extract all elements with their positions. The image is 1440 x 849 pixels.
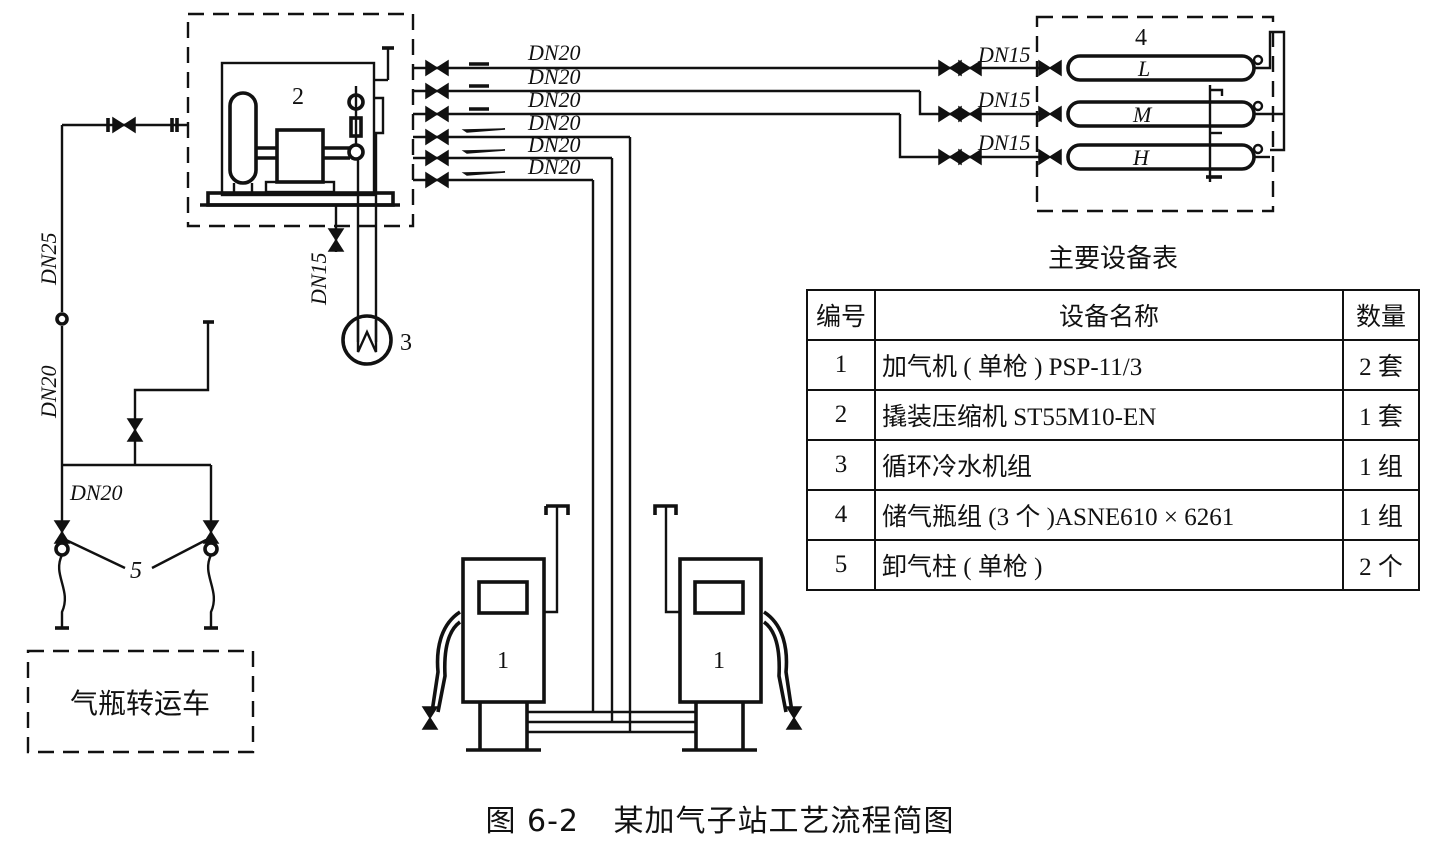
table-row: 2 撬装压缩机 ST55M10-EN 1 套: [806, 389, 1420, 441]
chiller-number: 3: [400, 330, 412, 356]
compressor-number: 2: [292, 84, 304, 110]
equipment-table-section: 主要设备表 编号 设备名称 数量 1 加气机 ( 单枪 ) PSP-11/3 2…: [806, 238, 1420, 591]
drain-and-chiller-lines: DN15 3: [306, 133, 412, 366]
outlet-line-3: DN20: [413, 87, 900, 122]
label-dn15-drain: DN15: [306, 252, 331, 306]
figure-caption: 图 6-2 某加气子站工艺流程简图: [0, 796, 1440, 840]
cylinder-label-m: M: [1132, 102, 1153, 127]
outlet-line-4: DN20: [413, 110, 630, 145]
row-name: 循环冷水机组: [874, 439, 1344, 491]
table-row: 5 卸气柱 ( 单枪 ) 2 个: [806, 539, 1420, 591]
figure-number: 图 6-2: [485, 804, 579, 839]
equipment-table: 编号 设备名称 数量 1 加气机 ( 单枪 ) PSP-11/3 2 套 2 撬…: [806, 289, 1420, 591]
label-storage-inlet-l: DN15: [977, 42, 1031, 67]
dispenser-right: 1: [653, 504, 802, 752]
storage-number: 4: [1135, 25, 1147, 51]
outlet-line-5: DN20: [413, 132, 612, 166]
transport-vehicle-label: 气瓶转运车: [70, 687, 210, 720]
chiller-icon: [341, 314, 393, 366]
label-dn25: DN25: [36, 232, 61, 286]
row-name: 储气瓶组 (3 个 )ASNE610 × 6261: [874, 489, 1344, 541]
cylinder-m: [1066, 100, 1256, 128]
cylinder-h: [1066, 143, 1256, 171]
storage-feed-lines: DN15 DN15 DN15: [898, 42, 1040, 165]
header-name: 设备名称: [874, 289, 1344, 341]
header-qty: 数量: [1342, 289, 1420, 341]
row-no: 5: [806, 539, 876, 591]
label-storage-inlet-m: DN15: [977, 87, 1031, 112]
label-outlet-2: DN20: [527, 64, 581, 89]
unloading-number: 5: [130, 558, 142, 584]
figure-title: 某加气子站工艺流程简图: [613, 804, 955, 839]
row-qty: 1 套: [1342, 389, 1420, 441]
cylinder-label-l: L: [1137, 56, 1150, 81]
row-name: 卸气柱 ( 单枪 ): [874, 539, 1344, 591]
table-row: 1 加气机 ( 单枪 ) PSP-11/3 2 套: [806, 339, 1420, 391]
row-qty: 2 个: [1342, 539, 1420, 591]
label-outlet-3: DN20: [527, 87, 581, 112]
label-outlet-5: DN20: [527, 132, 581, 157]
dispenser-number-right: 1: [713, 648, 725, 674]
label-outlet-1: DN20: [527, 40, 581, 65]
row-qty: 2 套: [1342, 339, 1420, 391]
dispenser-left: 1: [422, 504, 570, 752]
row-name: 撬装压缩机 ST55M10-EN: [874, 389, 1344, 441]
row-name: 加气机 ( 单枪 ) PSP-11/3: [874, 339, 1344, 391]
outlet-line-1: DN20: [413, 40, 932, 76]
row-qty: 1 组: [1342, 489, 1420, 541]
table-row: 4 储气瓶组 (3 个 )ASNE610 × 6261 1 组: [806, 489, 1420, 541]
row-no: 1: [806, 339, 876, 391]
label-storage-inlet-h: DN15: [977, 130, 1031, 155]
outlet-lines: DN20 DN20 DN20 DN20 DN20: [413, 40, 932, 734]
row-no: 2: [806, 389, 876, 441]
row-qty: 1 组: [1342, 439, 1420, 491]
header-no: 编号: [806, 289, 876, 341]
cylinder-transport-vehicle: 气瓶转运车: [26, 649, 255, 754]
row-no: 3: [806, 439, 876, 491]
dispenser-number-left: 1: [497, 648, 509, 674]
inlet-pipe-dn25: DN25: [36, 117, 188, 326]
outlet-line-6: DN20: [413, 154, 593, 188]
label-dn20-branch: DN20: [69, 480, 123, 505]
label-outlet-6: DN20: [527, 154, 581, 179]
label-dn20-vertical: DN20: [36, 365, 61, 419]
unloading-posts: DN20 DN20 5: [36, 320, 219, 630]
row-no: 4: [806, 489, 876, 541]
equipment-table-title: 主要设备表: [1047, 244, 1178, 274]
compressor-skid: 2: [186, 12, 415, 228]
cylinder-label-h: H: [1132, 145, 1150, 170]
table-row: 3 循环冷水机组 1 组: [806, 439, 1420, 491]
label-outlet-4: DN20: [527, 110, 581, 135]
table-header-row: 编号 设备名称 数量: [806, 289, 1420, 341]
cylinder-l: [1066, 54, 1256, 82]
outlet-line-2: DN20: [413, 64, 920, 99]
storage-cylinder-bank: 4 L M H: [1035, 15, 1286, 213]
